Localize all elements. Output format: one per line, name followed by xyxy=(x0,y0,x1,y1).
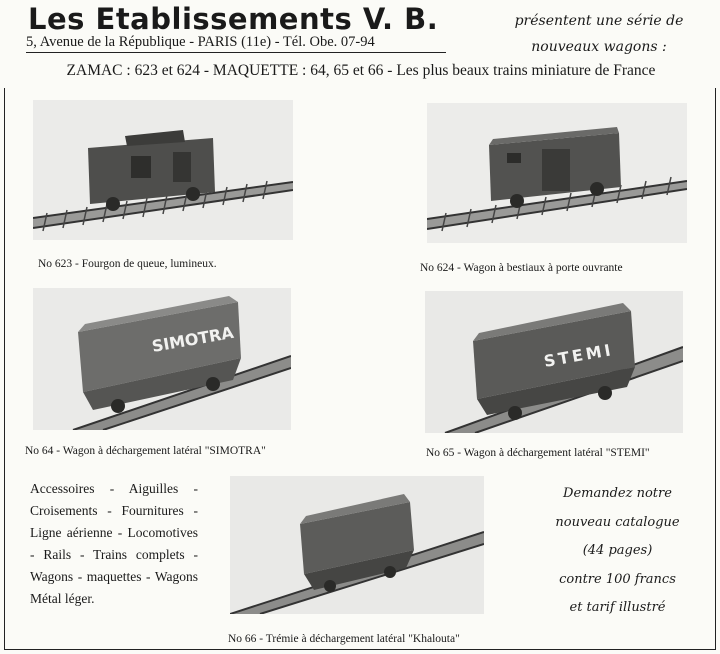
catalogue-offer: Demandez notre nouveau catalogue (44 pag… xyxy=(530,480,705,623)
catalogue-line-4: contre 100 francs xyxy=(559,571,676,587)
photo-wagon-66 xyxy=(230,476,484,614)
content-frame xyxy=(4,88,716,650)
company-address: 5, Avenue de la République - PARIS (11e)… xyxy=(26,34,375,50)
intro-line-1: présentent une série de xyxy=(514,13,684,29)
photo-wagon-624 xyxy=(427,103,687,243)
company-name: Les Etablissements V. B. xyxy=(28,2,439,36)
photo-wagon-623 xyxy=(33,100,293,240)
intro-handwritten: présentent une série de nouveaux wagons … xyxy=(494,8,704,60)
accessories-list: Accessoires - Aiguilles - Croisements - … xyxy=(30,481,198,606)
product-tagline: ZAMAC : 623 et 624 - MAQUETTE : 64, 65 e… xyxy=(66,62,656,79)
catalogue-line-3: (44 pages) xyxy=(582,543,653,558)
catalogue-line-5: et tarif illustré xyxy=(569,600,666,615)
caption-wagon-66: No 66 - Trémie à déchargement latéral "K… xyxy=(228,633,460,645)
caption-wagon-624: No 624 - Wagon à bestiaux à porte ouvran… xyxy=(420,262,623,274)
address-underline xyxy=(26,52,446,53)
caption-wagon-64: No 64 - Wagon à déchargement latéral "SI… xyxy=(25,445,266,457)
photo-wagon-64: SIMOTRA xyxy=(33,288,291,430)
catalogue-line-2: nouveau catalogue xyxy=(555,514,680,530)
intro-line-2: nouveaux wagons : xyxy=(531,39,667,55)
photo-wagon-65: STEMI xyxy=(425,291,683,433)
caption-wagon-623: No 623 - Fourgon de queue, lumineux. xyxy=(38,258,217,270)
catalogue-line-1: Demandez notre xyxy=(563,486,672,501)
caption-wagon-65: No 65 - Wagon à déchargement latéral "ST… xyxy=(426,447,650,459)
